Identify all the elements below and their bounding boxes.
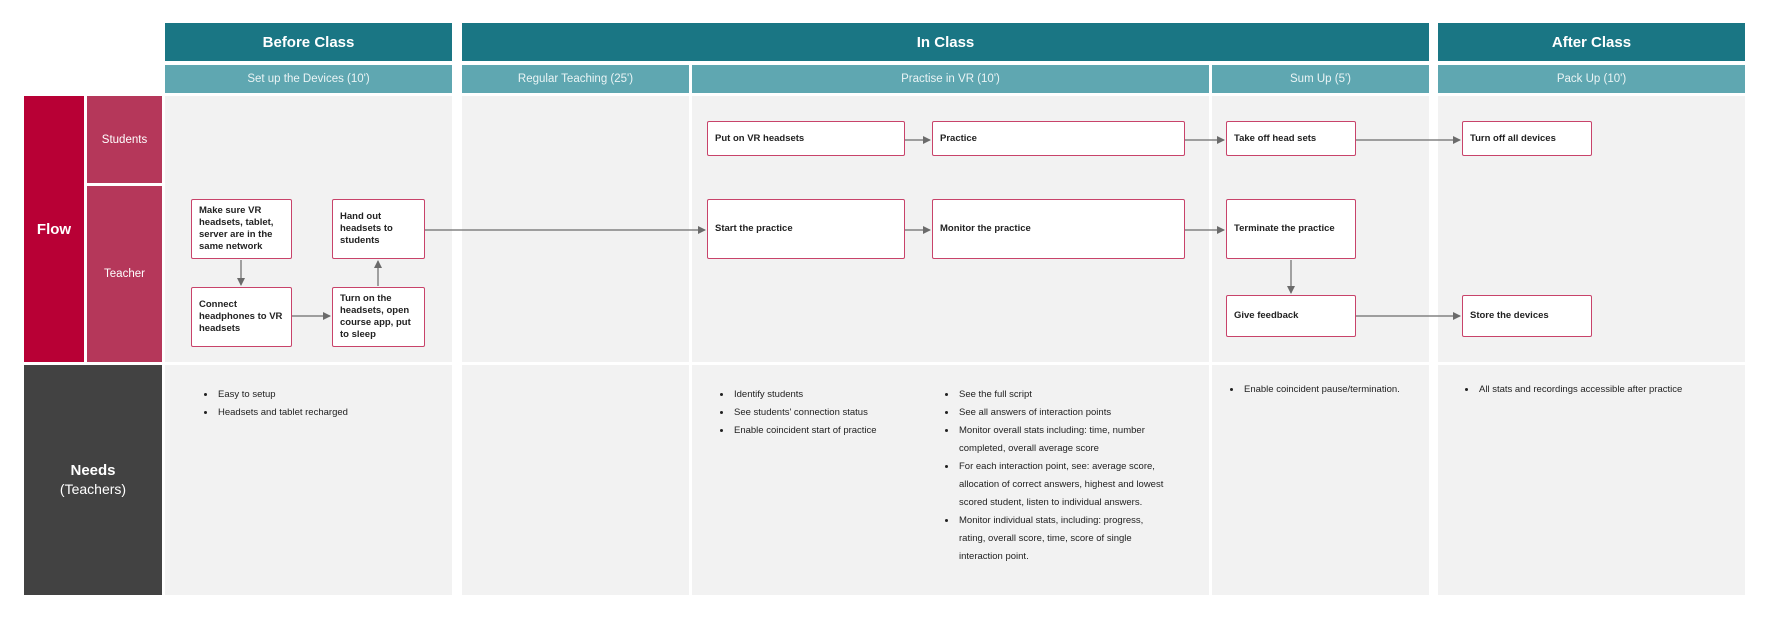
needs-cell-sumup xyxy=(1212,365,1429,595)
subphase-practise-label: Practise in VR (10') xyxy=(901,73,1000,85)
step-practice: Practice xyxy=(932,121,1185,156)
step-connect-headphones: Connect headphones to VR headsets xyxy=(191,287,292,347)
teacher-row-label: Teacher xyxy=(87,186,162,362)
needs-cell-setup xyxy=(165,365,452,595)
phase-before-label: Before Class xyxy=(262,33,355,51)
step-take-off-label: Take off head sets xyxy=(1234,132,1317,144)
needs-cell-practise xyxy=(692,365,1209,595)
needs-item: Identify students xyxy=(732,386,916,404)
teacher-label-text: Teacher xyxy=(104,268,145,280)
phase-in-class: In Class xyxy=(462,23,1429,61)
needs-item: Headsets and tablet recharged xyxy=(216,404,440,422)
step-hand-out-headsets: Hand out headsets to students xyxy=(332,199,425,259)
step-put-on-label: Put on VR headsets xyxy=(715,132,805,144)
step-connect-label: Connect headphones to VR headsets xyxy=(199,299,283,334)
step-start-practice: Start the practice xyxy=(707,199,905,259)
needs-list-practise-start: Identify students See students' connecti… xyxy=(716,386,916,440)
step-hand-out-label: Hand out headsets to students xyxy=(340,211,393,246)
subphase-regular: Regular Teaching (25') xyxy=(462,65,689,93)
phase-after-label: After Class xyxy=(1551,33,1632,51)
step-turn-on-headsets: Turn on the headsets, open course app, p… xyxy=(332,287,425,347)
phase-after-class: After Class xyxy=(1438,23,1745,61)
step-feedback-label: Give feedback xyxy=(1234,310,1299,321)
needs-item: See students' connection status xyxy=(732,404,916,422)
subphase-practise: Practise in VR (10') xyxy=(692,65,1209,93)
students-row-label: Students xyxy=(87,96,162,183)
needs-cell-packup xyxy=(1438,365,1745,595)
step-put-on-vr-headsets: Put on VR headsets xyxy=(707,121,905,156)
needs-item: Monitor overall stats including: time, n… xyxy=(957,422,1171,458)
needs-item: See the full script xyxy=(957,386,1171,404)
step-monitor-label: Monitor the practice xyxy=(940,223,1031,234)
subphase-setup: Set up the Devices (10') xyxy=(165,65,452,93)
step-take-off-headsets: Take off head sets xyxy=(1226,121,1356,156)
students-label-text: Students xyxy=(101,133,148,146)
needs-list-packup: All stats and recordings accessible afte… xyxy=(1461,381,1741,399)
step-turn-on-label: Turn on the headsets, open course app, p… xyxy=(340,293,411,340)
needs-cell-regular xyxy=(462,365,689,595)
subphase-sumup-label: Sum Up (5') xyxy=(1290,73,1351,85)
step-make-sure-network: Make sure VR headsets, tablet, server ar… xyxy=(191,199,292,259)
step-store-devices: Store the devices xyxy=(1462,295,1592,337)
needs-item: See all answers of interaction points xyxy=(957,404,1171,422)
subphase-sumup: Sum Up (5') xyxy=(1212,65,1429,93)
needs-list-sumup: Enable coincident pause/termination. xyxy=(1226,381,1426,399)
needs-item: All stats and recordings accessible afte… xyxy=(1477,381,1741,399)
step-practice-label: Practice xyxy=(940,132,977,144)
needs-title: Needs xyxy=(70,462,116,479)
needs-item: Enable coincident pause/termination. xyxy=(1242,381,1426,399)
needs-list-practise-monitor: See the full script See all answers of i… xyxy=(941,386,1171,566)
subphase-setup-label: Set up the Devices (10') xyxy=(247,73,370,85)
subphase-packup-label: Pack Up (10') xyxy=(1556,73,1627,85)
subphase-regular-label: Regular Teaching (25') xyxy=(517,73,634,85)
step-make-sure-label: Make sure VR headsets, tablet, server ar… xyxy=(199,205,274,252)
step-store-label: Store the devices xyxy=(1470,310,1549,321)
needs-subtitle: (Teachers) xyxy=(59,481,127,497)
needs-list-setup: Easy to setup Headsets and tablet rechar… xyxy=(200,386,440,422)
step-give-feedback: Give feedback xyxy=(1226,295,1356,337)
needs-item: Easy to setup xyxy=(216,386,440,404)
needs-item: Monitor individual stats, including: pro… xyxy=(957,512,1171,566)
flow-label-text: Flow xyxy=(36,220,72,238)
phase-before-class: Before Class xyxy=(165,23,452,61)
needs-item: For each interaction point, see: average… xyxy=(957,458,1171,512)
flow-cell-regular xyxy=(462,96,689,362)
needs-row-label: Needs (Teachers) xyxy=(24,365,162,595)
flow-row-label: Flow xyxy=(24,96,84,362)
needs-item: Enable coincident start of practice xyxy=(732,422,916,440)
subphase-packup: Pack Up (10') xyxy=(1438,65,1745,93)
step-terminate-practice: Terminate the practice xyxy=(1226,199,1356,259)
step-turn-off-devices: Turn off all devices xyxy=(1462,121,1592,156)
step-terminate-label: Terminate the practice xyxy=(1234,223,1335,234)
step-turn-off-label: Turn off all devices xyxy=(1470,132,1556,144)
phase-in-label: In Class xyxy=(916,33,975,51)
step-monitor-practice: Monitor the practice xyxy=(932,199,1185,259)
step-start-practice-label: Start the practice xyxy=(715,223,793,234)
